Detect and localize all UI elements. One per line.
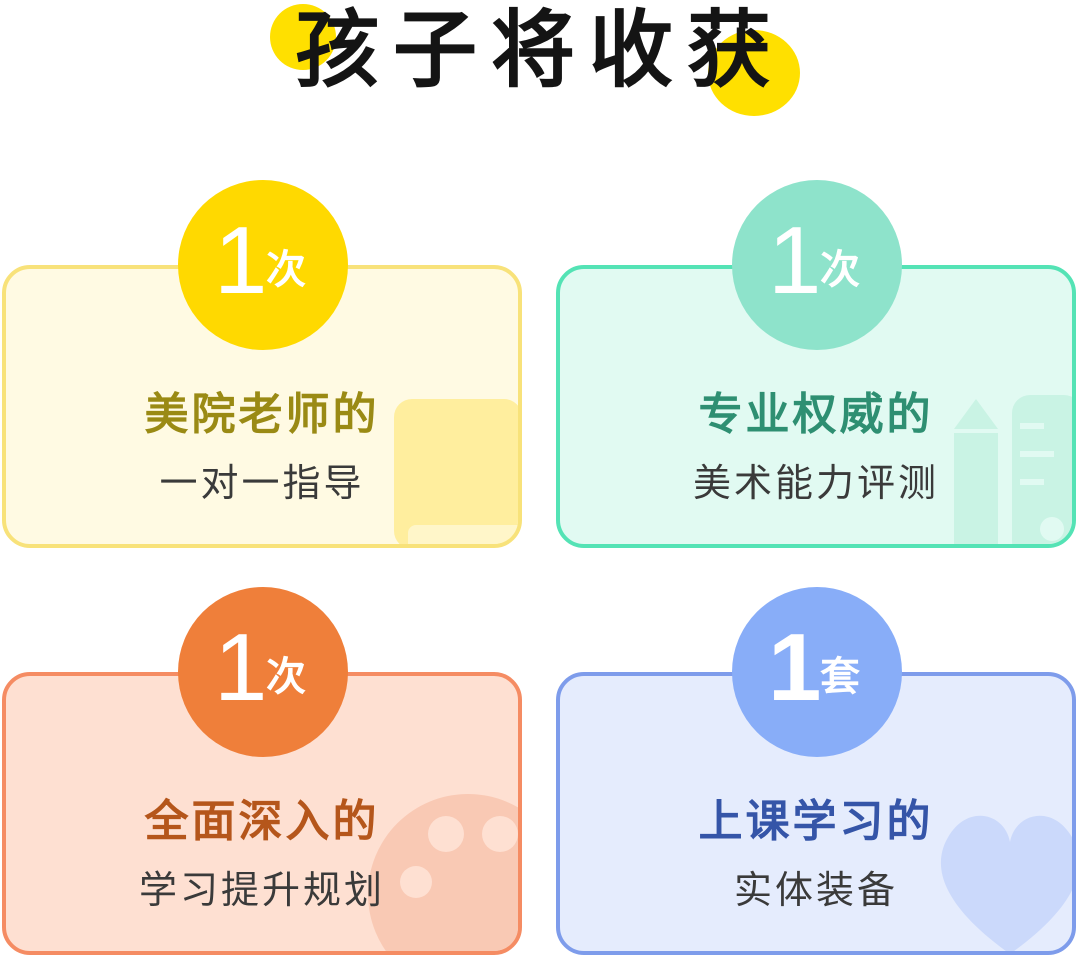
card-heading: 全面深入的	[144, 796, 380, 847]
badge-count: 1	[768, 614, 822, 721]
count-badge: 1 次	[732, 180, 902, 350]
count-badge: 1 次	[178, 587, 348, 757]
badge-count: 1	[214, 614, 268, 721]
card-heading: 专业权威的	[698, 389, 934, 440]
card-subheading: 美术能力评测	[692, 461, 939, 505]
title-decor-dot	[270, 4, 336, 70]
card-subheading: 实体装备	[733, 868, 898, 912]
count-badge: 1 套	[732, 587, 902, 757]
badge-count: 1	[768, 207, 822, 314]
card-subheading: 一对一指导	[159, 461, 365, 505]
card-heading: 上课学习的	[698, 796, 934, 847]
badge-unit: 次	[820, 247, 860, 293]
badge-count: 1	[214, 207, 268, 314]
title-section: 孩子将收获	[0, 0, 1080, 120]
benefit-card-tutoring: 美院老师的 一对一指导	[2, 265, 522, 548]
badge-unit: 次	[266, 247, 306, 293]
pencil-ruler-icon	[954, 395, 1072, 544]
badge-unit: 次	[266, 654, 306, 700]
heart-icon	[940, 815, 1072, 951]
count-badge: 1 次	[178, 180, 348, 350]
badge-unit: 套	[820, 654, 860, 700]
palette-icon	[368, 794, 518, 951]
card-subheading: 学习提升规划	[138, 868, 385, 912]
page-title: 孩子将收获	[294, 1, 785, 99]
card-heading: 美院老师的	[144, 389, 380, 440]
title-decor-dot	[708, 30, 800, 116]
drawing-board-icon	[394, 399, 518, 544]
